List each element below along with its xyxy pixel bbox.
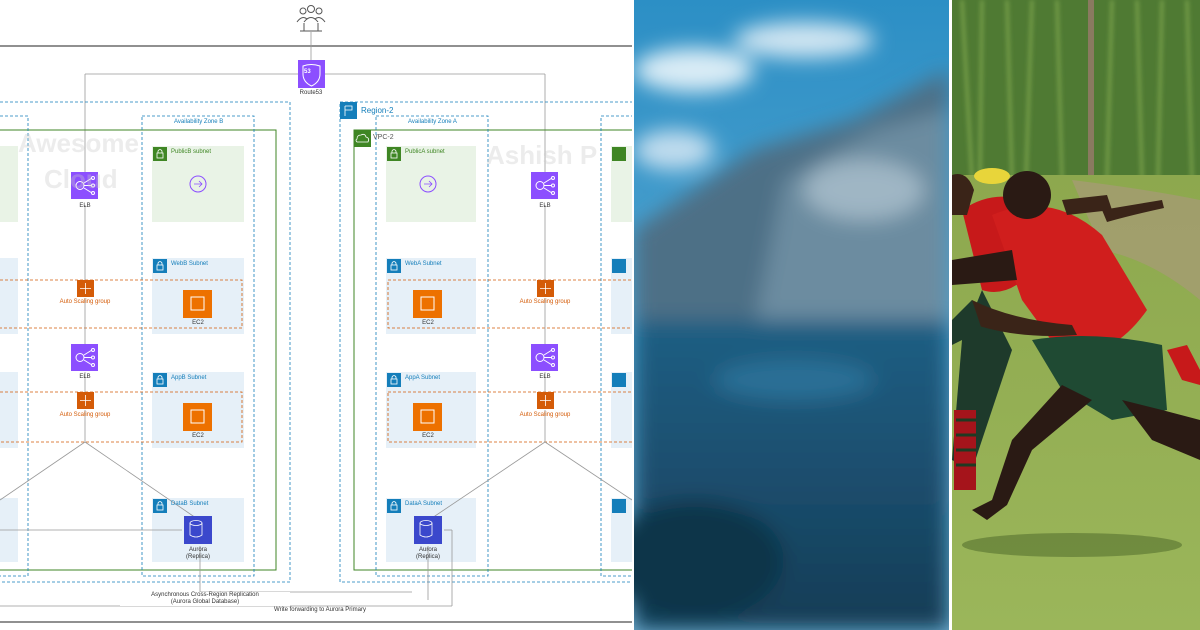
- ec2-icon: [413, 403, 442, 431]
- ec2-icon: [183, 403, 212, 431]
- panel-divider: [949, 0, 952, 630]
- appa-subnet-label: AppA Subnet: [405, 375, 441, 381]
- ec2-icon: [413, 290, 442, 318]
- az-b-label: Availability Zone B: [174, 119, 224, 125]
- ec2-label: EC2: [192, 320, 204, 326]
- auto-scaling-icon: [537, 392, 554, 409]
- asg-label: Auto Scaling group: [519, 412, 571, 418]
- webb-subnet-label: WebB Subnet: [171, 261, 208, 267]
- diagram-canvas: [0, 5, 632, 623]
- route53-icon: [298, 60, 325, 88]
- rugby-photo-image: [952, 0, 1200, 630]
- elb-icon: [71, 344, 98, 371]
- elb-icon: [531, 344, 558, 371]
- datab-subnet-label: DataB Subnet: [171, 501, 209, 507]
- ec2-label: EC2: [192, 433, 204, 439]
- aurora-name: Aurora: [188, 547, 207, 553]
- auto-scaling-icon: [77, 280, 94, 297]
- elb-icon: [71, 172, 98, 199]
- aurora-label: Aurora (Replica): [178, 547, 218, 561]
- asg-app-right: [387, 391, 632, 443]
- asg-label: Auto Scaling group: [519, 299, 571, 305]
- az-b-boundary: [141, 115, 255, 577]
- elb-icon: [531, 172, 558, 199]
- vpc-cloud-icon: [354, 130, 371, 147]
- auto-scaling-icon: [537, 280, 554, 297]
- replication-label-line1: Asynchronous Cross-Region Replication: [151, 592, 259, 598]
- az-a-label: Availability Zone A: [408, 119, 457, 125]
- auto-scaling-icon: [77, 392, 94, 409]
- asg-web-left: [0, 279, 243, 329]
- replication-label: Asynchronous Cross-Region Replication (A…: [120, 592, 290, 606]
- aurora-label: Aurora (Replica): [408, 547, 448, 561]
- route53-label: Route53: [299, 90, 323, 96]
- vpc-1-boundary: [0, 129, 277, 571]
- aurora-role: (Replica): [415, 553, 440, 560]
- region-2-label: Region-2: [361, 106, 394, 115]
- dataa-subnet-label: DataA Subnet: [405, 501, 443, 507]
- publicb-subnet-label: PublicB subnet: [171, 149, 212, 155]
- region-2-boundary: [339, 101, 632, 583]
- watermark-text: Awesome: [18, 128, 139, 158]
- lock-icon: [153, 147, 626, 161]
- ec2-label: EC2: [422, 433, 434, 439]
- asg-label: Auto Scaling group: [59, 412, 111, 418]
- elb-label: ELB: [539, 203, 551, 209]
- watermark-text: Cloud: [44, 164, 118, 194]
- region-flag-icon: [340, 102, 357, 119]
- nat-gateway-icon: [419, 175, 437, 193]
- lock-icon: [153, 259, 626, 513]
- users-icon: [296, 5, 326, 32]
- architecture-diagram: Awesome Cloud Ashish P Route53 Region-2 …: [0, 5, 632, 623]
- route53-badge: 53: [304, 69, 311, 75]
- asg-label: Auto Scaling group: [59, 299, 111, 305]
- region-1-boundary: [0, 101, 291, 583]
- publica-subnet-label: PublicA subnet: [405, 149, 445, 155]
- vpc-2-label: VPC-2: [373, 134, 394, 141]
- appb-subnet-label: AppB Subnet: [171, 375, 207, 381]
- ec2-icon: [183, 290, 212, 318]
- panel-divider: [632, 0, 634, 630]
- weba-subnet-label: WebA Subnet: [405, 261, 442, 267]
- aurora-icon: [414, 516, 442, 544]
- az-a-boundary: [375, 115, 489, 577]
- lake-photo: [634, 0, 949, 630]
- ec2-label: EC2: [422, 320, 434, 326]
- rugby-photo: [952, 0, 1200, 630]
- aurora-name: Aurora: [418, 547, 437, 553]
- elb-label: ELB: [79, 203, 91, 209]
- nat-gateway-icon: [189, 175, 207, 193]
- vpc-2-boundary: [353, 129, 632, 571]
- aurora-role: (Replica): [185, 553, 210, 560]
- asg-web-right: [387, 279, 632, 329]
- asg-app-left: [0, 391, 243, 443]
- aurora-icon: [184, 516, 212, 544]
- elb-label: ELB: [539, 374, 551, 380]
- watermark-text: Ashish P: [486, 140, 598, 170]
- elb-label: ELB: [79, 374, 91, 380]
- write-forwarding-label: Write forwarding to Aurora Primary: [274, 607, 366, 613]
- replication-label-line2: (Aurora Global Database): [170, 598, 240, 605]
- lake-photo-image: [634, 0, 949, 630]
